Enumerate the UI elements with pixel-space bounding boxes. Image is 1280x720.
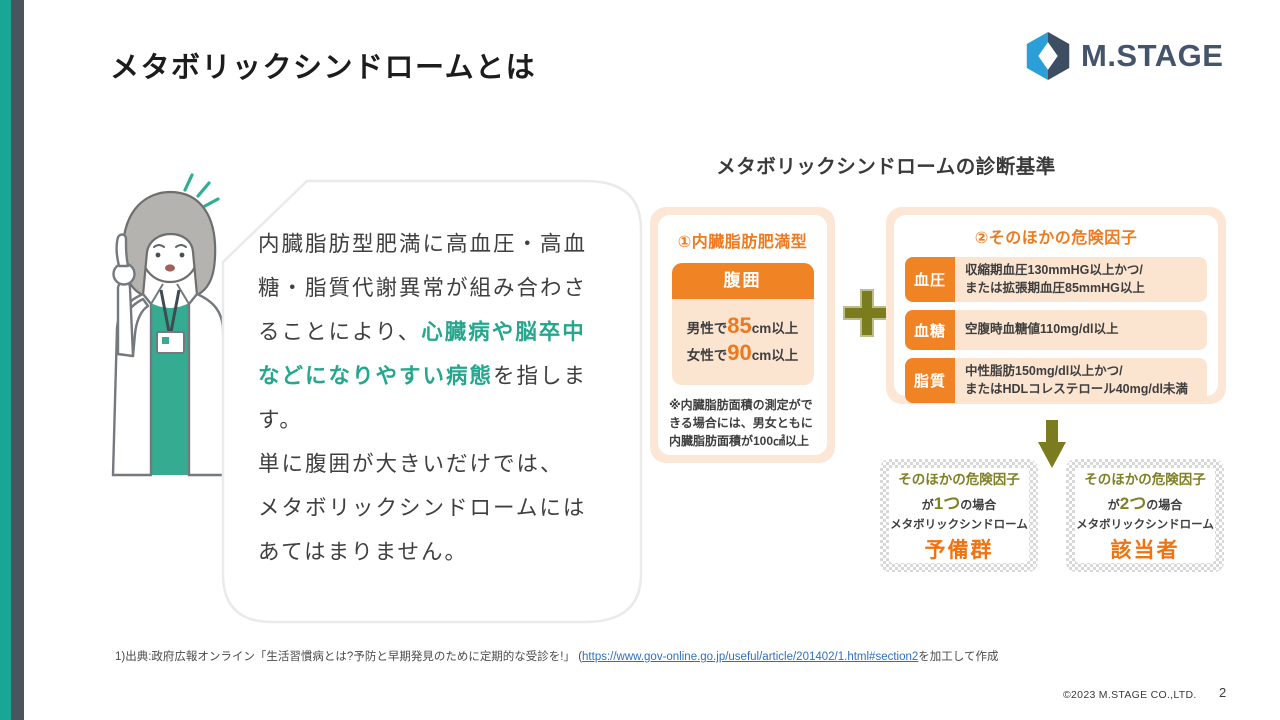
waist-card-title: 腹囲 bbox=[671, 263, 814, 299]
risk-content: 収縮期血圧130mmHG以上かつ/ または拡張期血圧85mmHG以上 bbox=[955, 257, 1207, 302]
bubble-paragraph-4: あてはまりません。 bbox=[258, 540, 468, 564]
result-line3: メタボリックシンドローム bbox=[890, 518, 1028, 531]
waist-male-value: 85 bbox=[727, 313, 752, 338]
result-line3: メタボリックシンドローム bbox=[1076, 518, 1214, 531]
visceral-fat-header: ①内臓脂肪肥満型 bbox=[677, 234, 808, 251]
risk-label: 血糖 bbox=[905, 310, 955, 350]
nurse-raised-hand bbox=[112, 233, 150, 358]
result-line2: が2つの場合 bbox=[1107, 493, 1183, 513]
citation-text: を加工して作成 bbox=[918, 651, 999, 663]
risk-factors-header: ②そのほかの危険因子 bbox=[974, 230, 1138, 247]
risk-label: 血圧 bbox=[905, 257, 955, 302]
plus-icon bbox=[843, 289, 891, 337]
result-line1: そのほかの危険因子 bbox=[1084, 471, 1206, 487]
bubble-paragraph-3: メタボリックシンドロームには bbox=[258, 496, 587, 520]
result-line1: そのほかの危険因子 bbox=[898, 471, 1020, 487]
result-box-reserve-inner: そのほかの危険因子 が1つの場合 メタボリックシンドローム 予備群 bbox=[889, 468, 1029, 563]
waist-female-value: 90 bbox=[727, 340, 752, 365]
risk-content: 空腹時血糖値110mg/dl以上 bbox=[955, 310, 1207, 350]
nurse-face bbox=[153, 244, 187, 272]
risk-factors-box: ②そのほかの危険因子 血圧 収縮期血圧130mmHG以上かつ/ または拡張期血圧… bbox=[886, 207, 1226, 404]
left-accent-bar-teal bbox=[0, 0, 11, 720]
result-box-reserve: そのほかの危険因子 が1つの場合 メタボリックシンドローム 予備群 bbox=[880, 459, 1038, 572]
visceral-fat-box: ①内臓脂肪肥満型 腹囲 男性で85cm以上 女性で90cm以上 ※内臓脂肪面積の… bbox=[650, 207, 835, 463]
source-citation: 1)出典:政府広報オンライン「生活習慣病とは?予防と早期発見のために定期的な受診… bbox=[115, 648, 998, 664]
result-verdict: 該当者 bbox=[1110, 538, 1180, 562]
result-count: 1つ bbox=[933, 493, 961, 513]
risk-row-lipid: 脂質 中性脂肪150mg/dl以上かつ/ またはHDLコレステロール40mg/d… bbox=[905, 358, 1207, 403]
result-line2: が1つの場合 bbox=[921, 493, 997, 513]
citation-text: 1)出典:政府広報オンライン「生活習慣病とは?予防と早期発見のために定期的な受診… bbox=[115, 651, 583, 663]
bubble-text-normal: 内臓脂肪型肥満に高血圧・高血糖・脂質代謝異常が組み合わさることにより、 bbox=[258, 232, 588, 344]
page-title: メタボリックシンドロームとは bbox=[110, 52, 537, 84]
visceral-fat-note: ※内臓脂肪面積の測定ができる場合には、男女ともに内臓脂肪面積が100㎠以上 bbox=[669, 398, 813, 448]
bubble-text-emphasis: 心臓病や脳卒中などになりやすい病態 bbox=[258, 320, 586, 388]
result-box-applicable: そのほかの危険因子 が2つの場合 メタボリックシンドローム 該当者 bbox=[1066, 459, 1224, 572]
waist-female-line: 女性で90cm以上 bbox=[686, 340, 799, 365]
result-box-applicable-inner: そのほかの危険因子 が2つの場合 メタボリックシンドローム 該当者 bbox=[1075, 468, 1215, 563]
speech-bubble bbox=[221, 179, 643, 624]
risk-content: 中性脂肪150mg/dl以上かつ/ またはHDLコレステロール40mg/dl未満 bbox=[955, 358, 1207, 403]
visceral-fat-box-inner: ①内臓脂肪肥満型 腹囲 男性で85cm以上 女性で90cm以上 ※内臓脂肪面積の… bbox=[658, 215, 827, 455]
nurse-illustration bbox=[111, 173, 229, 477]
mstage-logo: M.STAGE bbox=[1024, 30, 1223, 82]
copyright-text: ©2023 M.STAGE CO.,LTD. bbox=[1063, 689, 1197, 701]
mstage-hexagon-icon bbox=[1026, 32, 1070, 80]
bubble-paragraph-2: 単に腹囲が大きいだけでは、 bbox=[258, 452, 564, 476]
result-verdict: 予備群 bbox=[924, 538, 994, 562]
page-number: 2 bbox=[1219, 685, 1227, 700]
bubble-text-normal: を指します。 bbox=[258, 364, 588, 432]
citation-link[interactable]: https://www.gov-online.go.jp/useful/arti… bbox=[582, 651, 919, 663]
sparkles-icon bbox=[183, 173, 220, 208]
risk-factors-box-inner: ②そのほかの危険因子 血圧 収縮期血圧130mmHG以上かつ/ または拡張期血圧… bbox=[894, 215, 1218, 403]
bubble-text: 内臓脂肪型肥満に高血圧・高血糖・脂質代謝異常が組み合わさることにより、心臓病や脳… bbox=[258, 222, 600, 574]
risk-row-blood-sugar: 血糖 空腹時血糖値110mg/dl以上 bbox=[905, 310, 1207, 350]
waist-card: 腹囲 男性で85cm以上 女性で90cm以上 bbox=[671, 263, 814, 385]
waist-male-line: 男性で85cm以上 bbox=[686, 313, 799, 338]
risk-row-blood-pressure: 血圧 収縮期血圧130mmHG以上かつ/ または拡張期血圧85mmHG以上 bbox=[905, 257, 1207, 302]
mstage-logo-text: M.STAGE bbox=[1081, 38, 1224, 73]
bubble-paragraph-1: 内臓脂肪型肥満に高血圧・高血糖・脂質代謝異常が組み合わさることにより、心臓病や脳… bbox=[258, 222, 600, 442]
result-count: 2つ bbox=[1119, 493, 1147, 513]
arrow-down-icon bbox=[1038, 420, 1066, 468]
risk-label: 脂質 bbox=[905, 358, 955, 403]
left-accent-bar-slate bbox=[11, 0, 24, 720]
waist-card-body: 男性で85cm以上 女性で90cm以上 bbox=[671, 299, 814, 385]
diagram-title: メタボリックシンドロームの診断基準 bbox=[716, 156, 1056, 178]
